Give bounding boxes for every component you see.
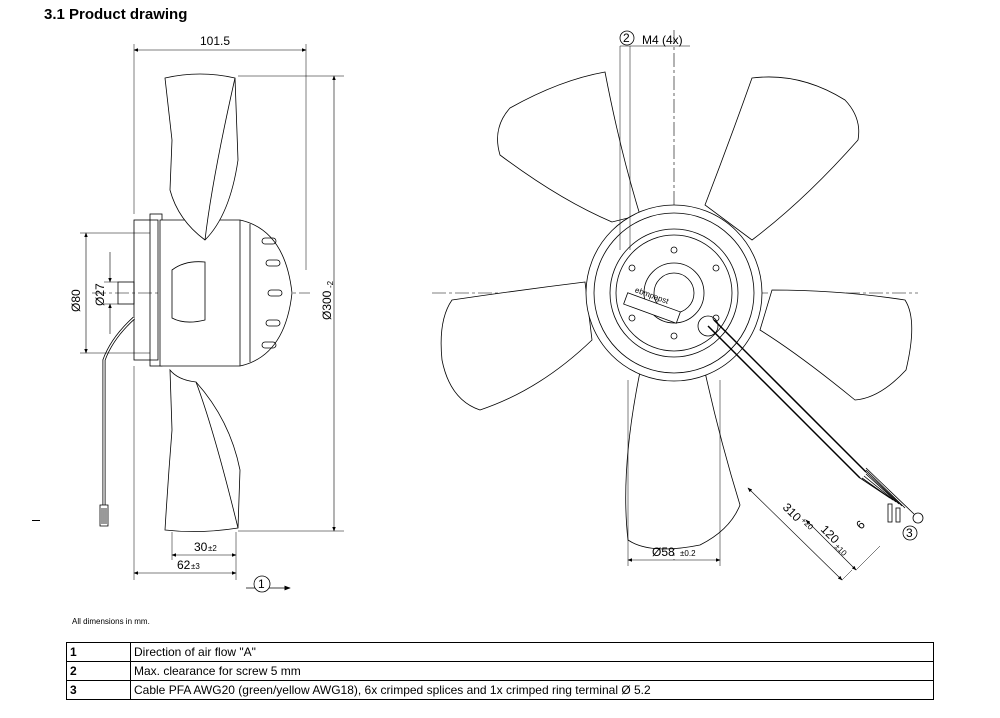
dim-d58-tol: ±0.2 — [680, 549, 696, 558]
units-note: All dimensions in mm. — [72, 617, 150, 626]
legend-text: Max. clearance for screw 5 mm — [130, 661, 934, 681]
legend-row: 3 Cable PFA AWG20 (green/yellow AWG18), … — [66, 680, 934, 700]
dim-30: 30 — [194, 540, 208, 554]
legend-text: Cable PFA AWG20 (green/yellow AWG18), 6x… — [130, 680, 934, 700]
dim-310-tol: +20 — [799, 516, 815, 532]
legend-text: Direction of air flow "A" — [130, 642, 934, 662]
legend-row: 2 Max. clearance for screw 5 mm — [66, 661, 934, 681]
dim-120-tol: ±10 — [833, 542, 849, 558]
dim-d80: Ø80 — [69, 289, 83, 312]
dim-30-tol: ±2 — [208, 544, 217, 553]
callout-3: 3 — [906, 526, 913, 540]
side-view — [80, 44, 344, 593]
front-view — [432, 30, 924, 581]
callout-1: 1 — [258, 577, 265, 591]
legend-table: 1 Direction of air flow "A" 2 Max. clear… — [66, 642, 934, 700]
dim-6: 6 — [853, 517, 868, 532]
product-drawing: 101.5 Ø80 Ø27 Ø300 -2 30 ±2 62 ±3 1 — [69, 30, 924, 593]
dim-m4: M4 (4x) — [642, 33, 683, 47]
legend-row: 1 Direction of air flow "A" — [66, 642, 934, 662]
margin-mark — [32, 520, 40, 521]
legend-num: 3 — [66, 680, 131, 700]
dim-d58: Ø58 — [652, 545, 675, 559]
dim-d300: Ø300 — [320, 290, 334, 320]
dim-101-5: 101.5 — [200, 34, 230, 48]
dim-62: 62 — [177, 558, 191, 572]
dim-62-tol: ±3 — [191, 562, 200, 571]
dim-d27: Ø27 — [93, 283, 107, 306]
legend-num: 2 — [66, 661, 131, 681]
section-title: 3.1 Product drawing — [44, 6, 188, 23]
legend-num: 1 — [66, 642, 131, 662]
dim-d300-tol: -2 — [326, 280, 335, 288]
callout-2: 2 — [623, 31, 630, 45]
